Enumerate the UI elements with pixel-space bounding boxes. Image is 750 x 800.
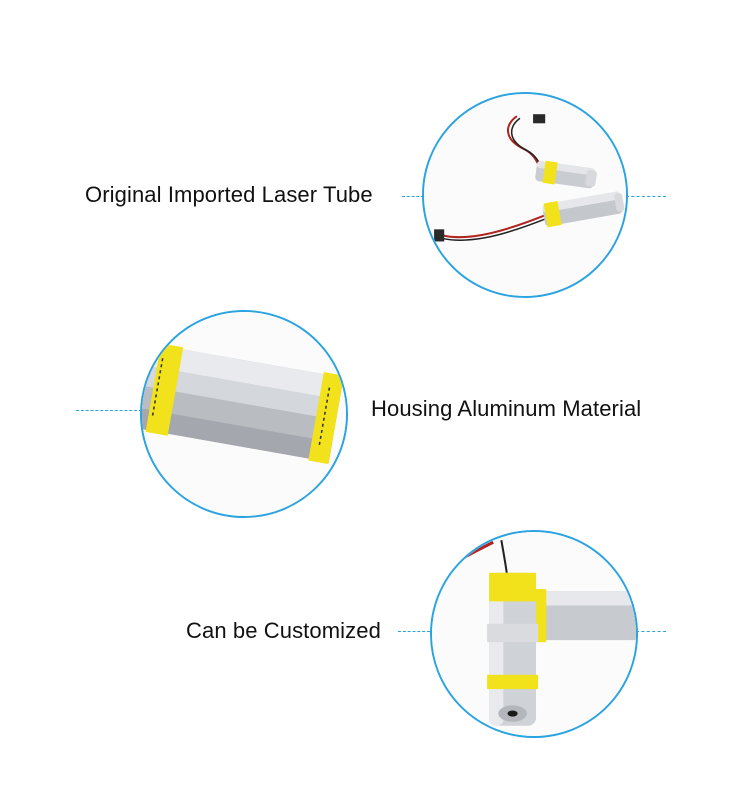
feature-housing-aluminum: Housing Aluminum Material [0,300,750,530]
feature-customizable: Can be Customized [0,530,750,800]
feature-label: Can be Customized [186,618,381,643]
connector-line [636,631,666,632]
customized-laser-image [430,530,638,738]
laser-tube-with-cable-photo [424,94,626,296]
laser-tube-image [422,92,628,298]
feature-original-laser-tube: Original Imported Laser Tube [0,0,750,300]
connector-line [398,631,430,632]
connector-line [402,196,424,197]
feature-label: Housing Aluminum Material [371,396,642,421]
aluminum-housing-image [140,310,348,518]
customized-laser-module-photo [432,532,636,736]
feature-label: Original Imported Laser Tube [85,182,373,207]
aluminum-housing-closeup-photo [142,312,346,516]
connector-line [76,410,142,411]
connector-line [626,196,666,197]
